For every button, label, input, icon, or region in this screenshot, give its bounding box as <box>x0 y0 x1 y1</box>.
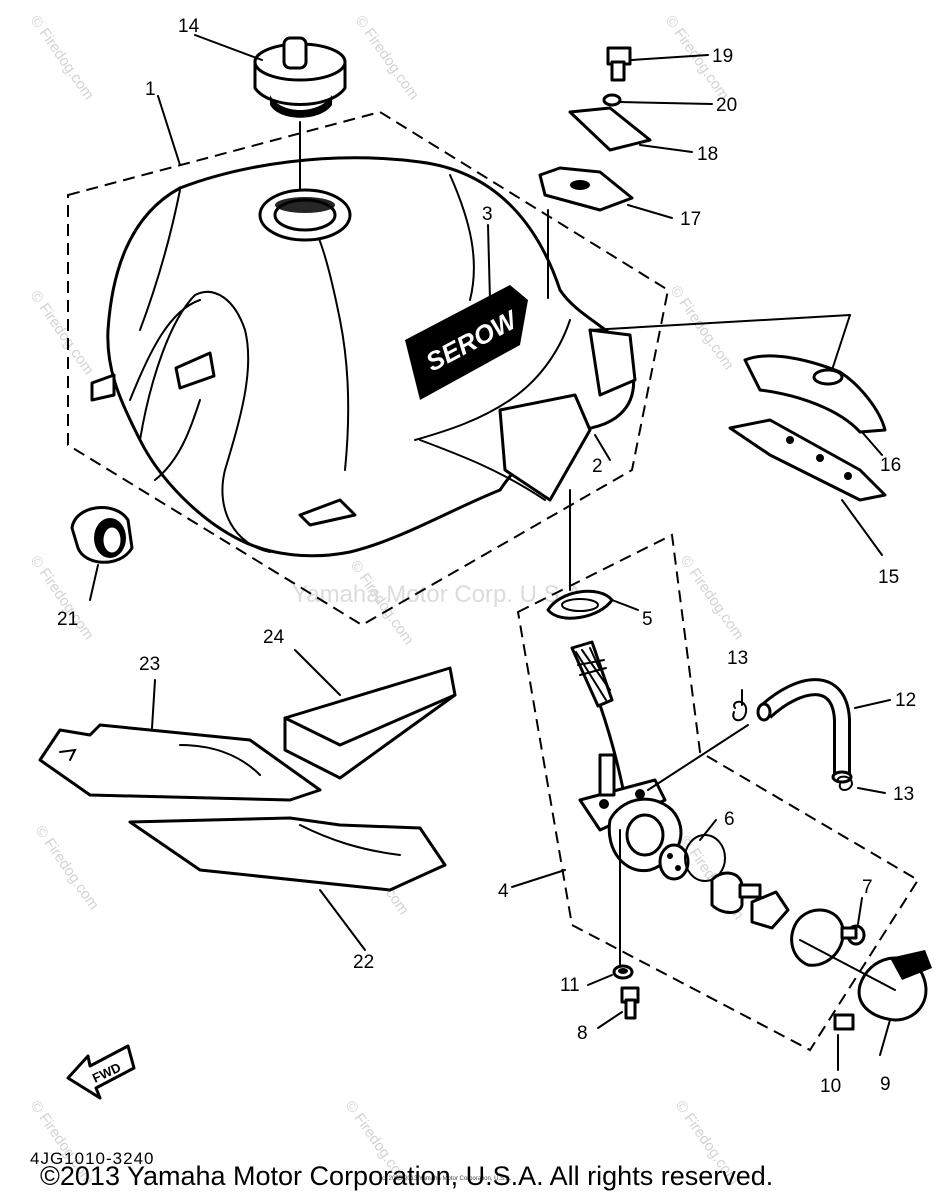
callout-17: 17 <box>680 209 701 230</box>
callout-5: 5 <box>642 609 653 630</box>
side-covers <box>728 354 887 502</box>
callout-12: 12 <box>895 690 916 711</box>
watermark: © Firedog.com <box>677 553 747 644</box>
callout-8: 8 <box>577 1023 588 1044</box>
callout-13: 13 <box>727 648 748 669</box>
callout-labels: 1 2 3 4 5 6 7 8 9 10 11 12 13 13 14 15 1… <box>57 16 916 1097</box>
fwd-arrow: FWD <box>66 1044 136 1100</box>
callout-7: 7 <box>862 877 873 898</box>
callout-3: 3 <box>482 204 493 225</box>
watermark: © Firedog.com <box>32 823 102 914</box>
callout-16: 16 <box>880 455 901 476</box>
diagram-code: 4JG1010-3240 <box>30 1149 155 1168</box>
watermark: © Firedog.com <box>27 13 97 104</box>
tank-pads <box>38 666 457 892</box>
tank-assembly-outline <box>67 110 670 627</box>
watermark: © Firedog.com <box>27 288 97 379</box>
micro-copyright: (c) 2005-2013 Yamaha Motor Corporation, … <box>380 1176 512 1182</box>
fuel-cock-assembly-outline <box>516 533 920 1052</box>
callout-24: 24 <box>263 627 285 648</box>
fuel-cap <box>253 36 347 191</box>
callout-21: 21 <box>57 609 78 630</box>
watermark: © Firedog.com <box>352 13 422 104</box>
fuel-cock <box>570 640 683 966</box>
callout-6: 6 <box>724 809 735 830</box>
callout-18: 18 <box>697 144 718 165</box>
fuel-tank: SEROW <box>90 156 637 558</box>
fuel-hose <box>732 678 854 791</box>
callout-2: 2 <box>592 456 603 477</box>
callout-23: 23 <box>139 654 160 675</box>
watermark-center: Yamaha Motor Corp. U.S.A. <box>292 581 589 608</box>
copyright-notice: ©2013 Yamaha Motor Corporation, U.S.A. A… <box>40 1161 774 1191</box>
fuel-cock-screw <box>612 964 640 1020</box>
callout-22: 22 <box>353 952 374 973</box>
callout-11: 11 <box>560 975 580 996</box>
callout-9: 9 <box>880 1074 891 1095</box>
filler-gasket <box>70 506 134 564</box>
watermark: © Firedog.com <box>667 283 737 374</box>
leader-lines <box>89 34 891 1071</box>
callout-14: 14 <box>178 16 200 37</box>
callout-15: 15 <box>878 567 899 588</box>
callout-10: 10 <box>820 1076 841 1097</box>
callout-20: 20 <box>716 95 737 116</box>
fuel-cock-lever <box>799 939 932 1031</box>
callout-1: 1 <box>145 79 156 100</box>
callout-4: 4 <box>498 881 509 902</box>
upper-right-parts <box>538 46 652 212</box>
callout-13b: 13 <box>893 784 914 805</box>
callout-19: 19 <box>712 46 733 67</box>
